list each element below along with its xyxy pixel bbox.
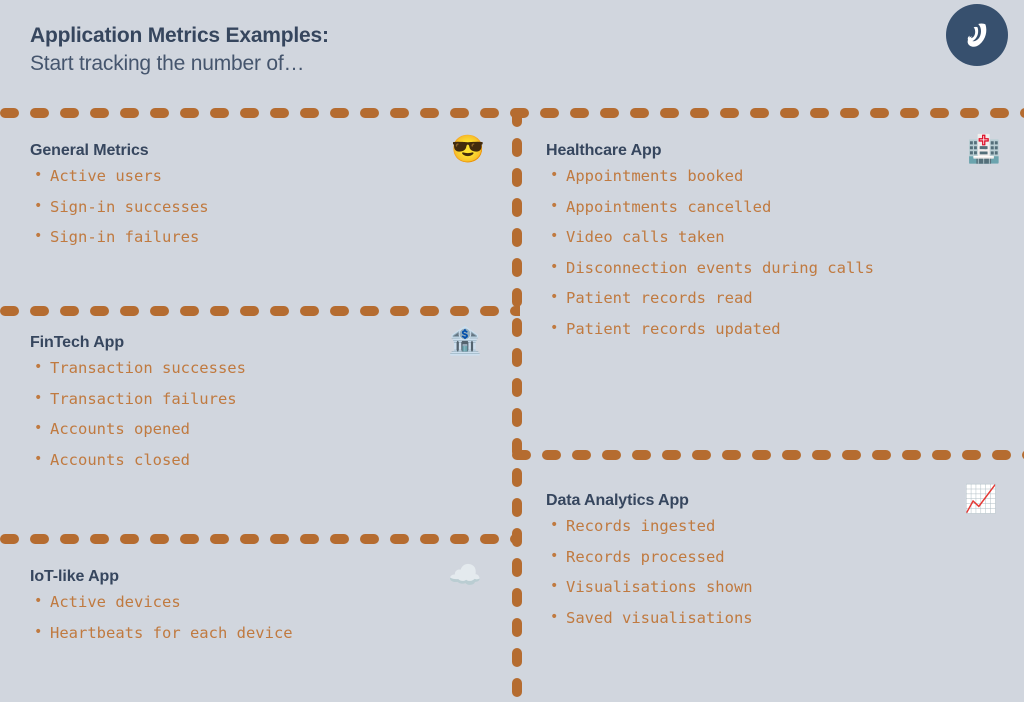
list-item: Visualisations shown [546,579,1001,596]
panel-healthcare-app: Healthcare App 🏥 Appointments booked App… [546,136,1001,352]
list-item: Records ingested [546,518,1001,535]
panel-title: Data Analytics App [546,492,689,509]
page-subtitle: Start tracking the number of… [30,52,305,76]
smiling-face-with-sunglasses-icon: 😎 [451,134,485,164]
panel-header: Data Analytics App 📈 [546,486,998,513]
list-item: Heartbeats for each device [30,625,490,642]
bank-icon: 🏦 [448,326,482,356]
list-item: Transaction failures [30,391,490,408]
list-item: Records processed [546,549,1001,566]
divider-general-fintech [0,306,520,316]
hospital-icon: 🏥 [967,134,1001,164]
list-item: Active devices [30,594,490,611]
list-item: Video calls taken [546,229,1001,246]
panel-title: FinTech App [30,334,125,351]
list-item: Sign-in successes [30,199,490,216]
page-title: Application Metrics Examples: [30,24,329,47]
list-item: Saved visualisations [546,610,1001,627]
cloud-icon: ☁️ [448,560,482,590]
list-item: Active users [30,168,490,185]
panel-header: Healthcare App 🏥 [546,136,1001,163]
panel-header: IoT-like App ☁️ [30,562,482,589]
list-item: Appointments booked [546,168,1001,185]
list-item: Disconnection events during calls [546,260,1001,277]
metric-list: Transaction successes Transaction failur… [30,360,490,469]
chart-increasing-icon: 📈 [964,484,998,514]
panel-title: General Metrics [30,142,149,159]
panel-title: IoT-like App [30,568,119,585]
page-header: Application Metrics Examples: Start trac… [30,22,690,79]
metric-list: Active devices Heartbeats for each devic… [30,594,490,642]
list-item: Transaction successes [30,360,490,377]
list-item: Patient records updated [546,321,1001,338]
list-item: Patient records read [546,290,1001,307]
divider-healthcare-analytics [512,450,1024,460]
panel-header: General Metrics 😎 [30,136,485,163]
divider-vertical-columns [512,108,522,698]
panel-title: Healthcare App [546,142,662,159]
panel-fintech-app: FinTech App 🏦 Transaction successes Tran… [30,328,490,483]
list-item: Appointments cancelled [546,199,1001,216]
list-item: Accounts opened [30,421,490,438]
wave-spiral-logo [946,4,1008,66]
list-item: Sign-in failures [30,229,490,246]
metric-list: Appointments booked Appointments cancell… [546,168,1001,338]
panel-general-metrics: General Metrics 😎 Active users Sign-in s… [30,136,490,261]
metric-list: Records ingested Records processed Visua… [546,518,1001,627]
panel-data-analytics-app: Data Analytics App 📈 Records ingested Re… [546,486,1001,641]
list-item: Accounts closed [30,452,490,469]
panel-header: FinTech App 🏦 [30,328,482,355]
metric-list: Active users Sign-in successes Sign-in f… [30,168,490,246]
divider-top [0,108,1024,118]
panel-iot-like-app: IoT-like App ☁️ Active devices Heartbeat… [30,562,490,656]
divider-fintech-iot [0,534,520,544]
